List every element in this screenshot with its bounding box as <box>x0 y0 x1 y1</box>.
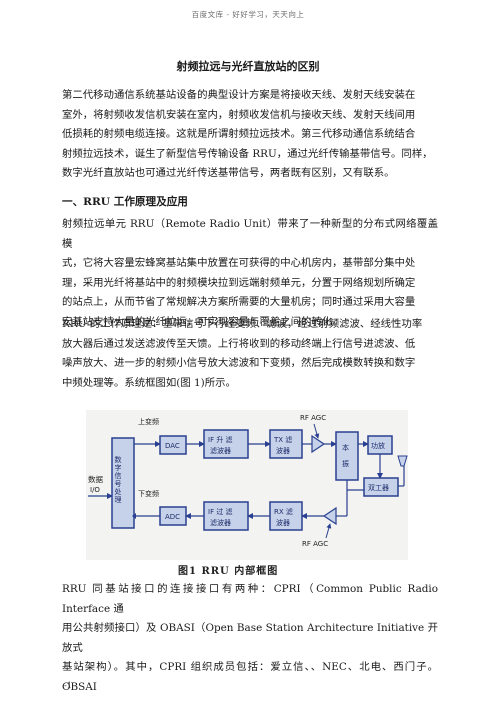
rx-label-1: RX 滤 <box>274 507 293 516</box>
duplexer-block <box>363 477 399 497</box>
figure-caption: 图1 RRU 内部框图 <box>86 562 408 578</box>
upconv-label: 上变频 <box>138 417 159 426</box>
paragraph-rru-intro: 射频拉远单元 RRU（Remote Radio Unit）带来了一种新型的分布式… <box>62 215 438 333</box>
data-io-label-2: I/O <box>90 486 100 494</box>
data-io-label-1: 数据 <box>88 474 103 484</box>
text-line: 的站点上，从而节省了常规解决方案所需要的大量机房；同时通过采用大容量 <box>62 296 416 309</box>
if-down-filter-block <box>203 501 249 531</box>
rx-amplifier-icon <box>322 506 337 526</box>
if-down-label-2: 滤波器 <box>210 518 231 527</box>
dsp-block <box>111 437 135 529</box>
rf-agc-bottom-label: RF AGC <box>302 540 328 548</box>
block-diagram-svg: 数据 I/O 数字信号处理 上变频 下变频 DAC IF 升 滤 滤波器 TX … <box>88 414 408 548</box>
paragraph-rru-principle: RRU 的工作原理是：基带信号下行经变频、滤波，经过射频滤波、经线性功率 放大器… <box>62 315 438 393</box>
tx-filter-block <box>269 429 303 459</box>
tx-label-1: TX 滤 <box>273 435 292 444</box>
text-line: 低损耗的射频电缆连接。这就是所谓射频拉远技术。第三代移动通信系统结合 <box>62 128 416 141</box>
if-up-filter-block <box>203 429 249 459</box>
text-line: 放大器后通过发送滤波传至天馈。上行将收到的移动终端上行信号进滤波、低 <box>62 337 416 350</box>
paragraph-interfaces: RRU 同基站接口的连接接口有两种：CPRI（Common Public Rad… <box>62 580 438 698</box>
rf-agc-top-label: RF AGC <box>300 414 326 422</box>
text-line: 数字光纤直放站也可通过光纤传送基带信号，两者既有区别，又有联系。 <box>62 167 395 180</box>
dac-block <box>159 435 187 455</box>
document-title: 射频拉远与光纤直放站的区别 <box>176 60 320 73</box>
text-line: 第二代移动通信系统基站设备的典型设计方案是将接收天线、发射天线安装在 <box>62 89 416 101</box>
text-line: 理，采用光纤将基站中的射频模块拉到远端射频单元，分置于网络规划所确定 <box>62 276 416 289</box>
tx-amplifier-icon <box>311 434 326 454</box>
rf-agc-bottom-arrow <box>325 523 332 539</box>
if-down-label-1: IF 过 滤 <box>208 507 233 516</box>
text-line: 噪声放大、进一步的射频小信号放大滤波和下变频，然后完成模数转换和数字 <box>62 357 416 370</box>
paragraph-intro: 第二代移动通信系统基站设备的典型设计方案是将接收天线、发射天线安装在 室外，将射… <box>62 86 438 184</box>
text-line: RRU 的工作原理是：基带信号下行经变频、滤波，经过射频滤波、经线性功率 <box>62 318 423 330</box>
text-line: 式，它将大容量宏蜂窝基站集中放置在可获得的中心机房内，基带部分集中处 <box>62 257 416 270</box>
page-number: -1 <box>64 681 72 690</box>
rx-label-2: 波器 <box>276 518 290 527</box>
dac-label: DAC <box>165 442 180 450</box>
text-line: 中频处理等。系统框图如(图 1)所示。 <box>62 376 236 389</box>
text-line: 射频拉远单元 RRU（Remote Radio Unit）带来了一种新型的分布式… <box>62 218 438 250</box>
text-line: 宏基站支持大量的光纤拉远，可实现容量与覆盖之间的转化。 <box>62 315 343 328</box>
dsp-label: 数字信号处理 <box>114 455 122 504</box>
if-up-label-1: IF 升 滤 <box>208 435 233 444</box>
rx-filter-block <box>269 501 303 531</box>
figure-caption-text: 图1 RRU 内部框图 <box>178 566 279 577</box>
adc-to-dsp-arrowhead <box>132 513 136 519</box>
lo-label-1: 本 <box>342 443 349 452</box>
page-header: 百度文库 - 好好学习，天天向上 <box>191 10 305 19</box>
lo-label-2: 振 <box>342 459 349 468</box>
text-line: 室外，将射频收发信机安装在室内，射频收发信机与接收天线、发射天线间用 <box>62 108 416 121</box>
local-oscillator-block <box>335 431 359 481</box>
text-line: 射频拉远技术，诞生了新型信号传输设备 RRU，通过光纤传输基带信号。同样， <box>62 147 433 160</box>
antenna-icon <box>397 455 408 467</box>
section-heading: 一、RRU 工作原理及应用 <box>62 196 188 208</box>
if-up-label-2: 滤波器 <box>210 446 231 455</box>
downconv-label: 下变频 <box>138 489 159 498</box>
text-line: 基站架构）。其中，CPRI 组织成员包括：爱立信、、NEC、北电、西门子。OBS… <box>62 661 438 693</box>
rru-block-diagram: 数据 I/O 数字信号处理 上变频 下变频 DAC IF 升 滤 滤波器 TX … <box>86 410 408 560</box>
pa-label: 功放 <box>371 441 385 450</box>
tx-label-2: 波器 <box>276 446 290 455</box>
rf-agc-top-arrow <box>313 423 320 439</box>
text-line: 用公共射频接口）及 OBASI（Open Base Station Archit… <box>62 622 438 654</box>
duplexer-label: 双工器 <box>368 484 389 492</box>
text-line: RRU 同基站接口的连接接口有两种：CPRI（Common Public Rad… <box>62 583 438 615</box>
adc-label: ADC <box>165 513 180 521</box>
